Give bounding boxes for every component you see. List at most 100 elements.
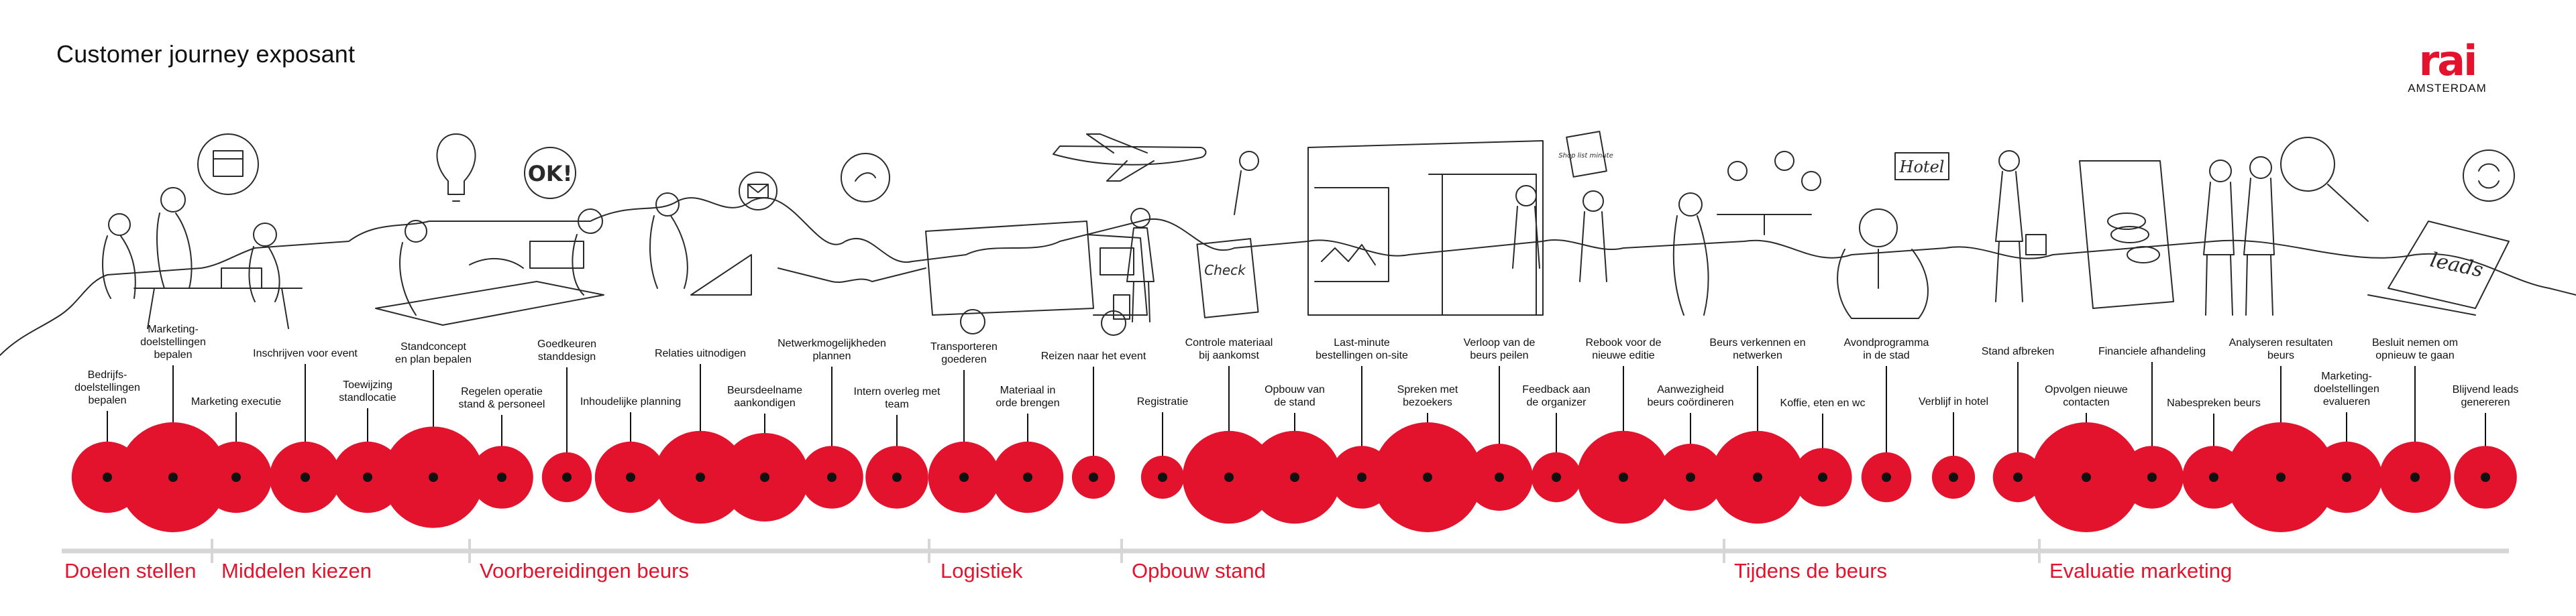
step-label: Relaties uitnodigen — [654, 348, 747, 359]
cafe-people-icon — [1717, 151, 1821, 235]
shopping-list-bag-icon: Shop list minute — [1558, 131, 1613, 178]
step-dot — [2209, 473, 2218, 482]
step-label: Reizen naar het event — [1040, 351, 1146, 362]
airplane-icon — [1053, 133, 1207, 182]
step-dot — [827, 473, 837, 482]
step-dot — [2147, 473, 2157, 482]
dismantling-person-icon — [1995, 150, 2047, 302]
hotel-sign-icon: Hotel — [1894, 152, 1949, 180]
phase-label: Evaluatie marketing — [2049, 559, 2233, 582]
shopping-list-text: Shop list minute — [1558, 152, 1613, 160]
logo-wordmark: rai — [2418, 36, 2478, 85]
laptop-person-icon — [649, 192, 752, 296]
calendar-bubble-icon — [197, 133, 259, 195]
phase-label: Logistiek — [941, 559, 1023, 582]
mail-bubble-icon — [739, 172, 777, 210]
step-dot — [301, 473, 310, 482]
step-dot — [1290, 473, 1299, 482]
coins-paper-icon — [2079, 160, 2174, 309]
visitors-icon — [1512, 185, 1709, 316]
step-dot — [1552, 473, 1561, 482]
step-dot — [1357, 473, 1366, 482]
step-dot — [1619, 473, 1628, 482]
desk-work-icon — [375, 208, 604, 326]
line-art-illustration: OK! — [0, 131, 2576, 356]
step-label: Verblijf in hotel — [1918, 396, 1989, 408]
refresh-bubble-icon — [2463, 149, 2515, 202]
phase-label: Doelen stellen — [64, 559, 197, 582]
step-dot — [429, 473, 438, 482]
step-dot — [168, 473, 178, 482]
hotel-sign-text: Hotel — [1899, 158, 1945, 176]
step-dot — [1158, 473, 1167, 482]
step-dot — [696, 473, 705, 482]
step-label: Inschrijven voor event — [253, 348, 358, 359]
checklist-text: Check — [1204, 262, 1246, 278]
step-dot — [1423, 473, 1432, 482]
checklist-clipboard-icon: Check — [1196, 151, 1259, 318]
step-label: Stand afbreken — [1981, 346, 2055, 357]
step-label: Nabespreken beurs — [2167, 397, 2261, 409]
businessman-icon — [1837, 208, 1929, 319]
step-label: Marketing executie — [191, 396, 282, 408]
step-dot — [1686, 473, 1695, 482]
step-dot — [1224, 473, 1234, 482]
phase-label: Tijdens de beurs — [1734, 559, 1888, 582]
step-dot — [1949, 473, 1958, 482]
ok-sign-text: OK! — [528, 161, 573, 186]
step-dot — [1753, 473, 1762, 482]
step-dot — [1023, 473, 1032, 482]
step-dot — [363, 473, 372, 482]
phase-label: Middelen kiezen — [221, 559, 372, 582]
rai-amsterdam-logo: rai AMSTERDAM — [2407, 36, 2487, 101]
step-dot — [497, 473, 506, 482]
step-dot — [1089, 473, 1098, 482]
magnifier-icon — [2280, 137, 2369, 222]
step-label: Financiele afhandeling — [2098, 346, 2206, 357]
step-dot — [959, 473, 969, 482]
analysts-icon — [2203, 156, 2275, 316]
step-dot — [2481, 473, 2490, 482]
step-dot — [892, 473, 902, 482]
step-dot — [2342, 473, 2351, 482]
handshake-chain-icon — [777, 153, 926, 283]
step-dot — [231, 473, 241, 482]
phase-label: Opbouw stand — [1132, 559, 1266, 582]
step-dot — [562, 473, 572, 482]
meeting-people-icon — [102, 187, 303, 329]
truck-icon — [925, 221, 1148, 336]
step-label: Registratie — [1136, 396, 1189, 408]
page-title: Customer journey exposant — [56, 40, 356, 68]
continuous-line — [0, 197, 2576, 356]
ok-bubble-icon: OK! — [524, 147, 576, 199]
traveller-icon — [1113, 208, 1155, 322]
step-dot — [626, 473, 635, 482]
step-label: Koffie, eten en wc — [1780, 397, 1866, 409]
phase-label: Voorbereidingen beurs — [480, 559, 689, 582]
step-dot — [2013, 473, 2023, 482]
step-dot — [1818, 473, 1827, 482]
